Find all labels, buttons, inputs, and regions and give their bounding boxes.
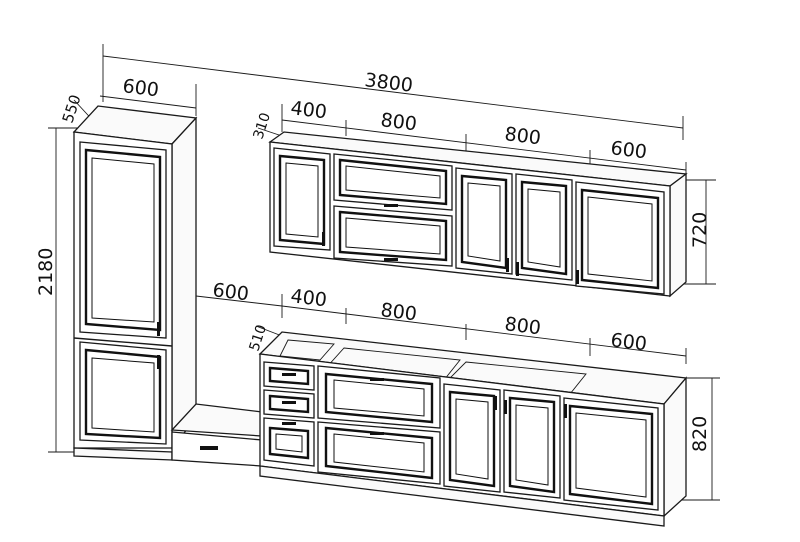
dim-upper-depth: 310 [251, 111, 274, 141]
plinth-vent-icon [200, 446, 218, 450]
lower-drawer-top [263, 361, 315, 391]
handle-icon [384, 204, 398, 207]
dim-upper-w1: 400 [289, 97, 328, 123]
lower-cabinets [258, 331, 688, 527]
upper-door-600 [575, 181, 665, 295]
upper-flap-top [333, 153, 453, 211]
lower-door-600 [563, 397, 659, 511]
tall-cabinet-upper-door [79, 141, 167, 339]
handle-icon [282, 401, 296, 404]
upper-door-800-right [515, 173, 573, 281]
dim-upper-w4: 600 [609, 137, 648, 163]
dim-lower-depth: 510 [247, 323, 270, 353]
handle-icon [370, 378, 384, 381]
dim-gap-width: 600 [211, 279, 250, 305]
upper-cabinets [268, 131, 688, 298]
lower-drawer-middle [263, 389, 315, 419]
handle-icon [282, 373, 296, 376]
dim-lower-w4: 600 [609, 329, 648, 355]
dim-lower-w2: 800 [379, 299, 418, 325]
dimension-lines [48, 44, 720, 501]
handle-icon [576, 270, 579, 284]
lower-drawer-800-bottom [317, 421, 441, 485]
dim-total-width: 3800 [363, 69, 414, 97]
dim-lower-w3: 800 [503, 313, 542, 339]
handle-icon [157, 355, 160, 369]
dim-tall-width: 600 [121, 75, 160, 101]
handle-icon [384, 258, 398, 261]
handle-icon [370, 432, 384, 435]
lower-door-800-left [443, 383, 501, 493]
dim-lower-height: 820 [689, 416, 711, 452]
dim-tall-height: 2180 [35, 248, 57, 296]
handle-icon [322, 232, 325, 246]
handle-icon [282, 422, 296, 425]
handle-icon [157, 322, 160, 336]
dim-upper-w2: 800 [379, 109, 418, 135]
handle-icon [504, 400, 507, 414]
upper-flap-bottom [333, 205, 453, 267]
upper-door-400 [273, 147, 331, 251]
dim-upper-w3: 800 [503, 123, 542, 149]
lower-drawer-bottom [263, 417, 315, 467]
dim-lower-w1: 400 [289, 285, 328, 311]
dim-tall-depth: 550 [59, 92, 85, 125]
fridge-gap-plinth [170, 403, 263, 467]
tall-cabinet [72, 105, 198, 461]
handle-icon [506, 258, 509, 272]
handle-icon [564, 404, 567, 418]
dim-upper-height: 720 [689, 212, 711, 248]
lower-plinth [259, 465, 665, 527]
upper-door-800-left [455, 167, 513, 275]
lower-door-800-right [503, 389, 561, 499]
handle-icon [516, 262, 519, 276]
lower-drawer-800-top [317, 365, 441, 429]
dimension-labels: 3800 600 550 2180 400 800 800 600 310 72… [35, 69, 711, 452]
handle-icon [494, 396, 497, 410]
tall-cabinet-lower-door [79, 341, 167, 445]
